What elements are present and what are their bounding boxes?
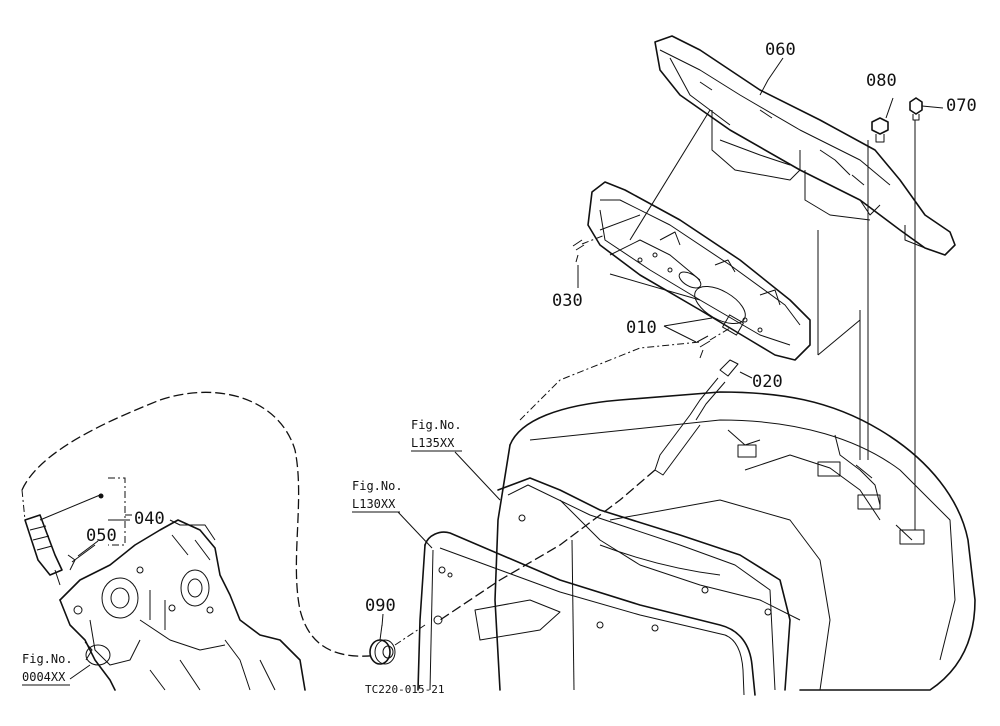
bolt-070 — [909, 97, 923, 530]
label-090: 090 — [365, 596, 396, 616]
drawing-code: TC220-015-21 — [365, 683, 444, 696]
label-070: 070 — [946, 96, 977, 116]
label-020: 020 — [752, 372, 783, 392]
engine-block — [59, 519, 306, 691]
screw-030 — [572, 234, 606, 263]
grommet-090 — [369, 624, 426, 665]
sensor-040 — [24, 477, 132, 586]
meter-bezel-060 — [654, 35, 956, 256]
fig-ref-l130-line2: L130XX — [352, 497, 396, 511]
label-030: 030 — [552, 291, 583, 311]
fig-ref-l130-line1: Fig.No. — [352, 479, 403, 493]
panel-l135 — [497, 477, 791, 691]
hood-cover — [494, 341, 976, 691]
fig-ref-l135-line2: L135XX — [411, 436, 455, 450]
label-060: 060 — [765, 40, 796, 60]
fig-ref-l135-line1: Fig.No. — [411, 418, 462, 432]
label-040: 040 — [134, 509, 165, 529]
guide-line-2 — [817, 230, 861, 356]
label-050: 050 — [86, 526, 117, 546]
cable-040 — [21, 391, 381, 657]
panel-l130 — [417, 531, 756, 696]
part-050 — [67, 544, 96, 571]
label-080: 080 — [866, 71, 897, 91]
cable-020 — [439, 359, 739, 621]
fig-ref-0004-line2: 0004XX — [22, 670, 66, 684]
label-010: 010 — [626, 318, 657, 338]
screw-010 — [696, 327, 731, 359]
bolt-080 — [867, 117, 889, 460]
fig-ref-0004-line1: Fig.No. — [22, 652, 73, 666]
bracket-posts — [727, 429, 925, 545]
leader-lines — [69, 57, 944, 680]
meter-panel — [587, 181, 811, 361]
